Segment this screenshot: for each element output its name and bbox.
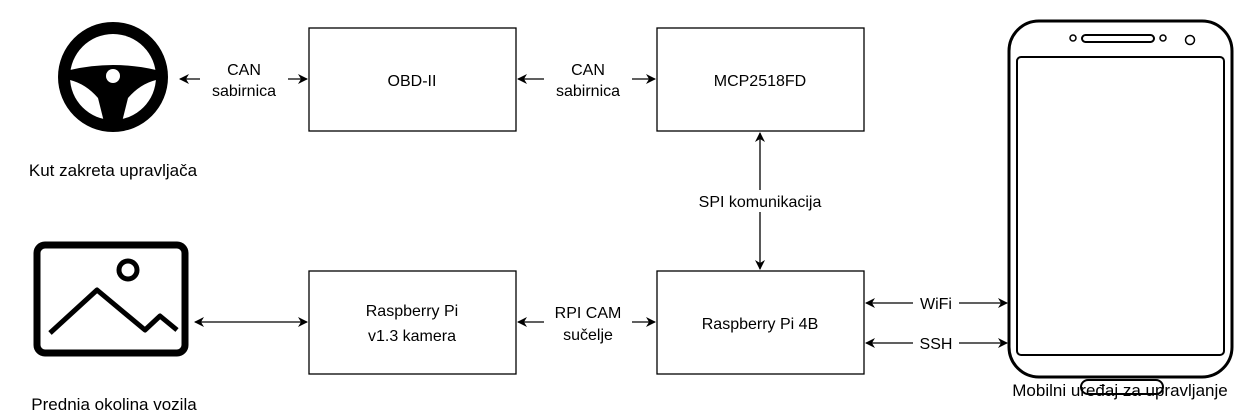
camera-scene-caption: Prednia okolina vozila [31, 395, 197, 414]
edge-obd-mcp: CAN sabirnica [517, 60, 656, 102]
raspberry-pi-camera-label-line2: v1.3 kamera [368, 328, 456, 345]
edge-mcp-rpi4-label: SPI komunikacija [699, 194, 822, 211]
mcp2518fd-label: MCP2518FD [714, 73, 806, 90]
edge-camera-rpi4-label-line2: sučelje [563, 327, 613, 344]
edge-steering-obd: CAN sabirnica [179, 60, 308, 102]
raspberry-pi-4b-label: Raspberry Pi 4B [702, 316, 819, 333]
raspberry-pi-4b-block: Raspberry Pi 4B [656, 270, 865, 375]
obd-ii-block: OBD-II [308, 27, 517, 132]
edge-obd-mcp-label-line2: sabirnica [556, 83, 620, 100]
edge-rpi4-phone-wifi: WiFi [865, 294, 1008, 313]
edge-rpi4-phone-wifi-label: WiFi [920, 296, 952, 313]
edge-steering-obd-label-line1: CAN [227, 62, 261, 79]
obd-ii-label: OBD-II [388, 73, 437, 90]
phone-caption: Mobilni uređaj za upravljanje [1012, 381, 1227, 400]
steering-wheel-icon [58, 22, 168, 132]
raspberry-pi-camera-label-line1: Raspberry Pi [366, 303, 458, 320]
mcp2518fd-block: MCP2518FD [656, 27, 865, 132]
edge-obd-mcp-label-line1: CAN [571, 62, 605, 79]
edge-rpi4-phone-ssh: SSH [865, 334, 1008, 353]
image-icon [33, 241, 189, 357]
edge-rpi4-phone-ssh-label: SSH [920, 336, 953, 353]
steering-caption: Kut zakreta upravljača [29, 161, 198, 180]
raspberry-pi-camera-block: Raspberry Pi v1.3 kamera [308, 270, 517, 375]
edge-camera-rpi4-label-line1: RPI CAM [555, 305, 622, 322]
edge-steering-obd-label-line2: sabirnica [212, 83, 276, 100]
edge-mcp-rpi4: SPI komunikacija [684, 132, 836, 270]
smartphone-icon [1007, 19, 1234, 395]
edge-camera-rpi4: RPI CAM sučelje [517, 303, 656, 345]
